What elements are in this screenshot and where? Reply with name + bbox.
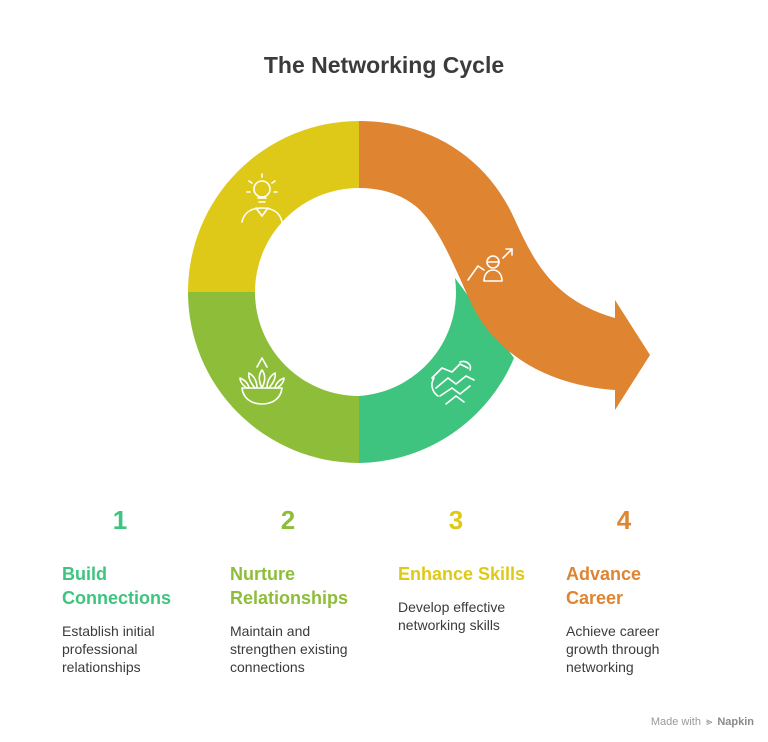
step-title: Build Connections: [62, 564, 172, 608]
made-with-credit[interactable]: Made with ⪢ Napkin: [651, 716, 754, 729]
career-growth-icon: [467, 248, 513, 282]
step-number: 1: [112, 505, 128, 535]
diagram-title: The Networking Cycle: [263, 52, 505, 78]
step-title: Advance Career: [566, 564, 642, 608]
segment-nurture-relationships: [188, 292, 359, 463]
step-enhance-skills: 3 Enhance Skills Develop effective netwo…: [398, 505, 548, 634]
handshake-icon: [431, 360, 475, 405]
step-description: Achieve career growth through networking: [566, 623, 660, 675]
step-description: Maintain and strengthen existing connect…: [230, 623, 348, 675]
step-number: 2: [280, 505, 296, 535]
segment-advance-career: [359, 121, 650, 410]
step-description: Develop effective networking skills: [398, 599, 506, 633]
step-build-connections: 1 Build Connections Establish initial pr…: [62, 505, 212, 676]
cycle-diagram: [188, 121, 650, 463]
segment-build-connections: [359, 278, 514, 463]
step-title: Enhance Skills: [398, 564, 526, 584]
step-advance-career: 4 Advance Career Achieve career growth t…: [566, 505, 716, 676]
step-title: Nurture Relationships: [230, 564, 349, 608]
step-description: Establish initial professional relations…: [62, 623, 155, 675]
step-number: 4: [616, 505, 632, 535]
credit-brand: Napkin: [717, 716, 754, 728]
napkin-logo-icon: ⪢: [706, 716, 713, 728]
step-number: 3: [448, 505, 464, 535]
step-nurture-relationships: 2 Nurture Relationships Maintain and str…: [230, 505, 380, 676]
credit-prefix: Made with: [650, 716, 701, 728]
lightbulb-person-icon: [241, 173, 283, 223]
plant-bowl-icon: [239, 357, 285, 405]
segment-enhance-skills: [188, 121, 359, 292]
